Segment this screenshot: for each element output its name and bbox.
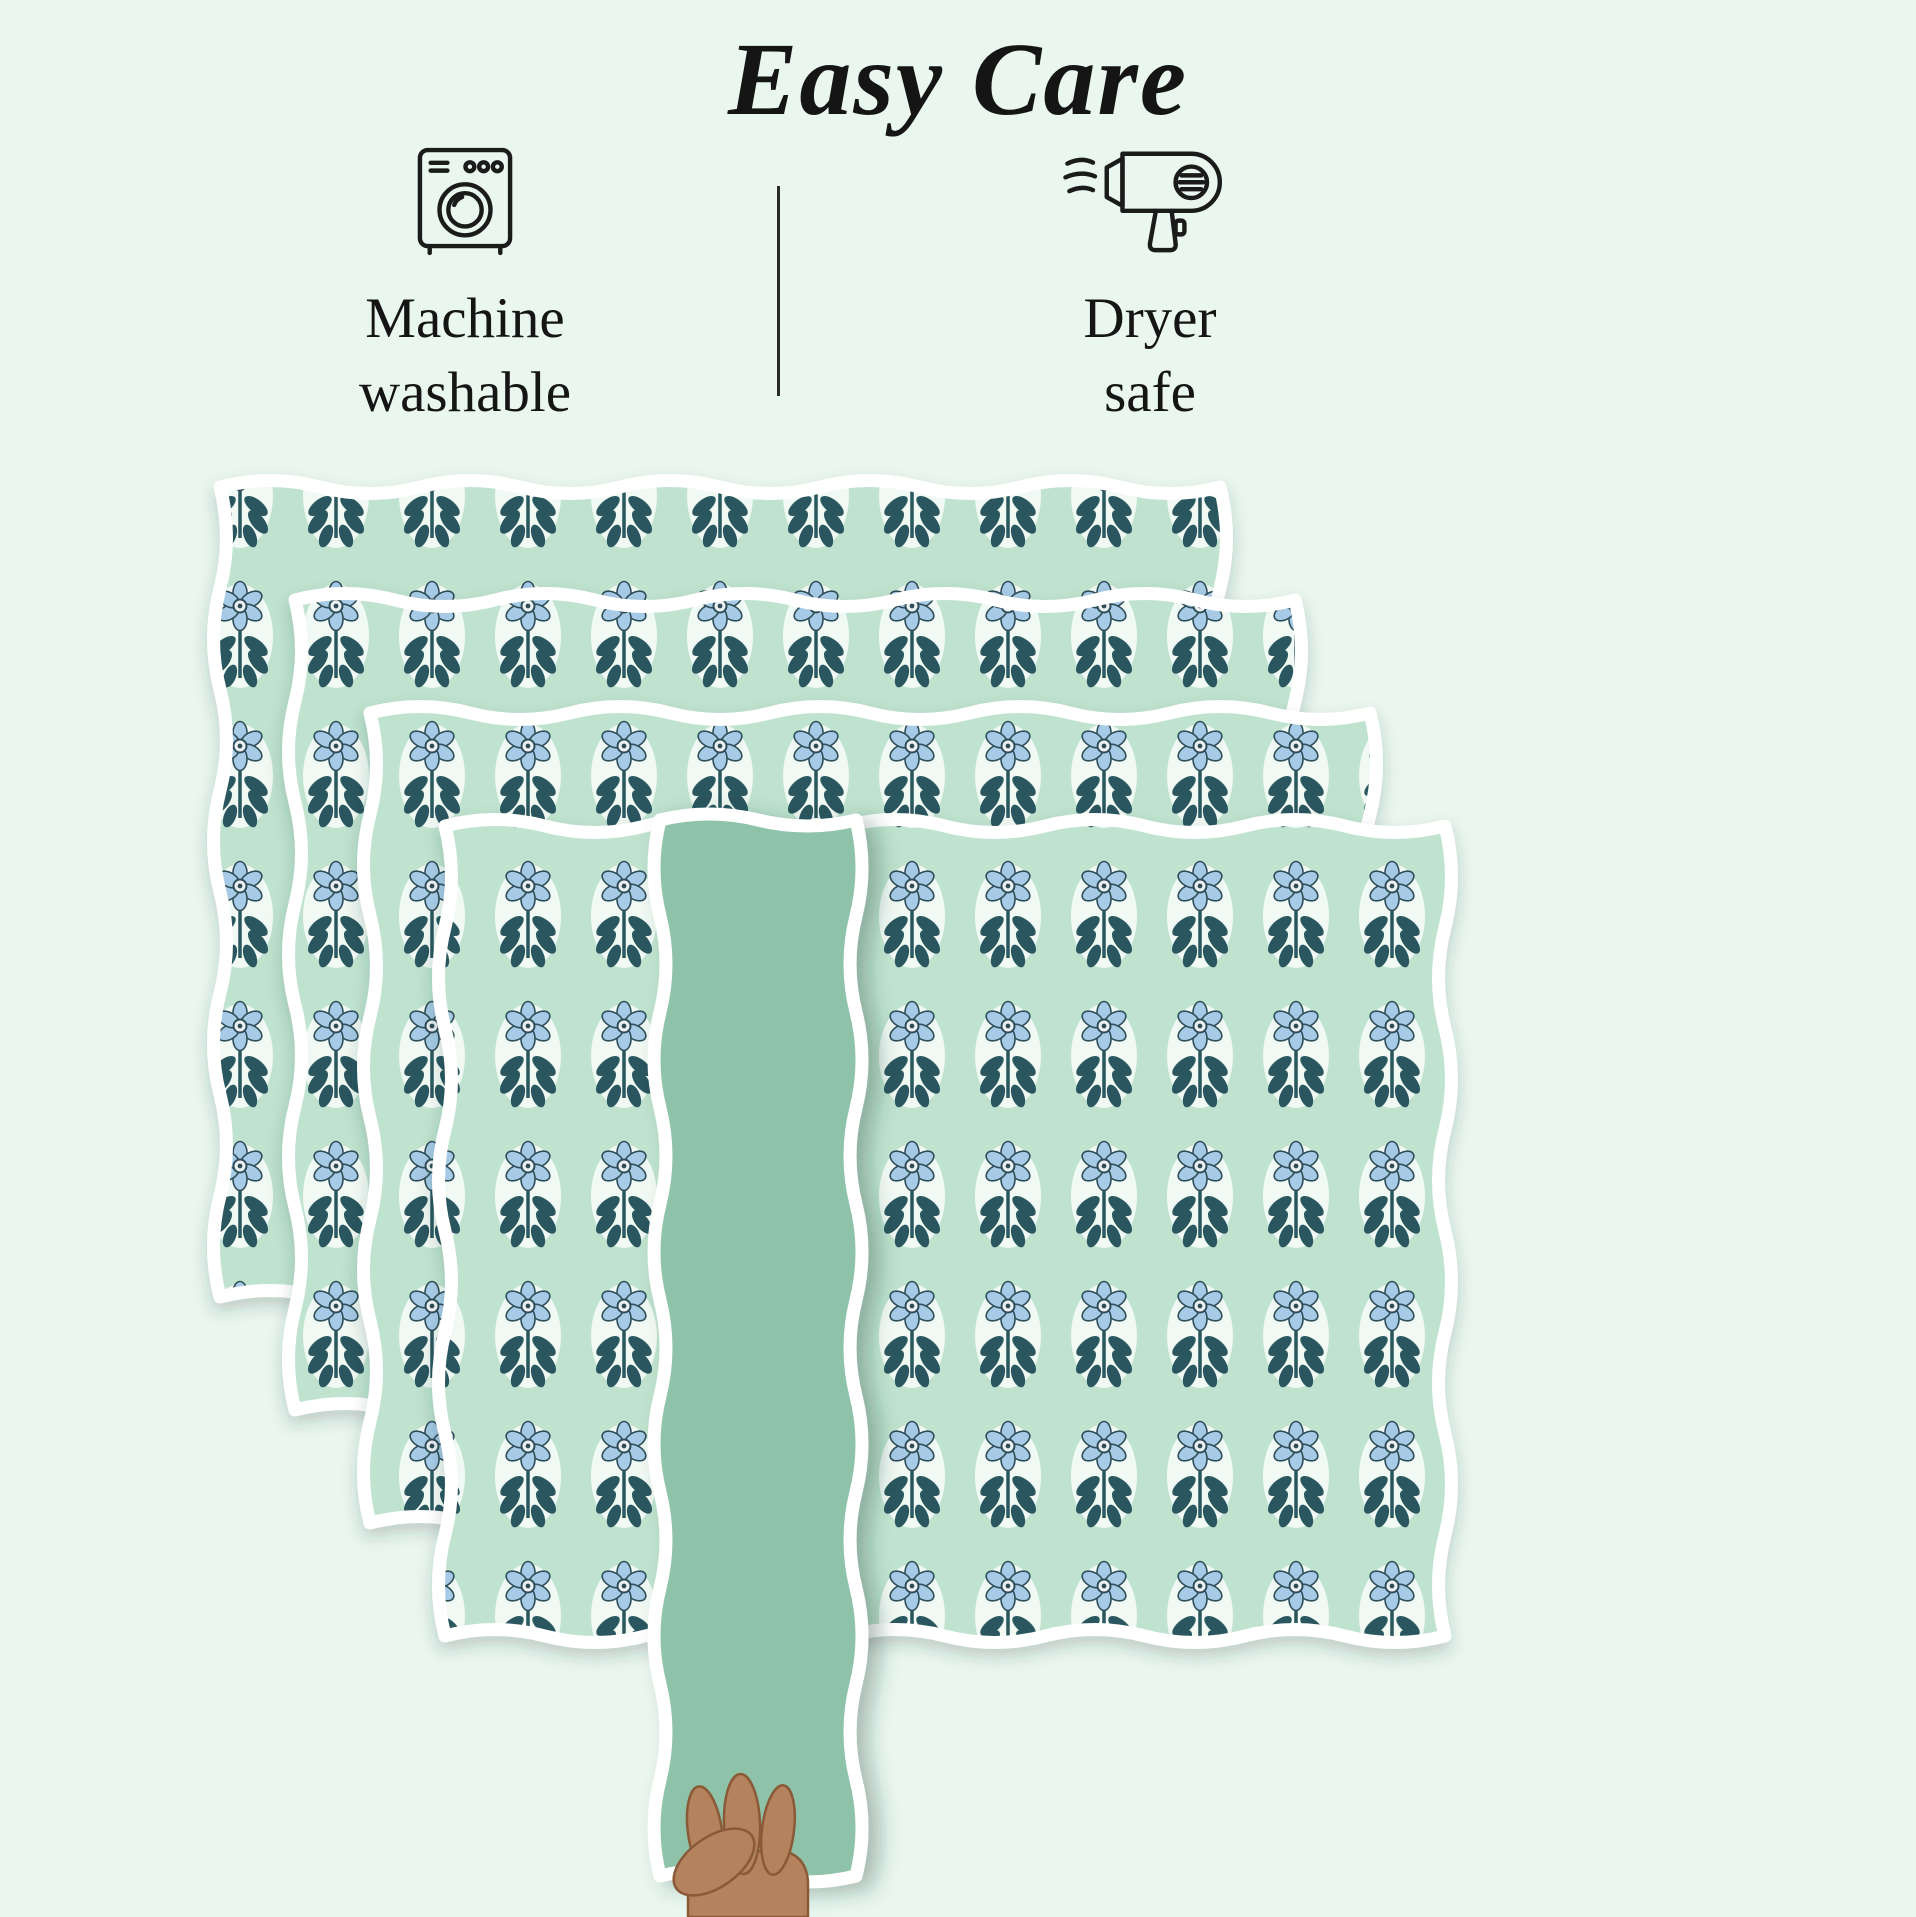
feature-label-machine-washable: Machine washable [358, 287, 572, 425]
hand-thumb [672, 1827, 756, 1897]
washing-machine-icon [170, 134, 760, 256]
hair-dryer-icon [860, 134, 1440, 256]
hand [672, 1772, 810, 1917]
feature-dryer-safe: Dryer safe [860, 134, 1440, 430]
placemat-1-front [432, 813, 1458, 1649]
placemat-folded-reverse [647, 807, 869, 1889]
vertical-divider [777, 186, 780, 396]
page-title: Easy Care [728, 22, 1188, 137]
feature-machine-washable: Machine washable [170, 134, 760, 430]
feature-label-dryer-safe: Dryer safe [1083, 287, 1217, 425]
hand-finger [759, 1784, 797, 1876]
